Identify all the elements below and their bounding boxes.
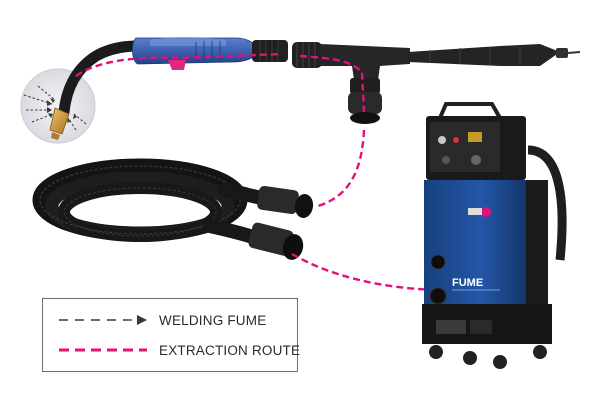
legend-label-extraction-route: EXTRACTION ROUTE	[159, 342, 301, 358]
fume-arrowheads	[47, 98, 77, 123]
hose-couplings	[248, 185, 314, 260]
extraction-hose	[32, 158, 269, 245]
extraction-route-swatch	[59, 348, 147, 352]
extraction-unit: FUME	[422, 102, 567, 369]
torch-nozzle	[49, 107, 70, 135]
welding-torch	[49, 37, 288, 140]
legend-item-extraction-route: EXTRACTION ROUTE	[57, 339, 300, 361]
hose-adapter	[292, 42, 581, 124]
extraction-route-lower	[291, 252, 437, 292]
extraction-route-upper	[317, 129, 366, 208]
nozzle-zoom	[20, 68, 96, 144]
welding-fume-swatch	[59, 315, 147, 325]
legend: WELDING FUME EXTRACTION ROUTE	[42, 298, 300, 372]
torch-trigger	[168, 60, 186, 70]
unit-brand: FUME	[452, 277, 483, 289]
legend-label-welding-fume: WELDING FUME	[159, 312, 267, 328]
legend-item-welding-fume: WELDING FUME	[57, 309, 266, 331]
